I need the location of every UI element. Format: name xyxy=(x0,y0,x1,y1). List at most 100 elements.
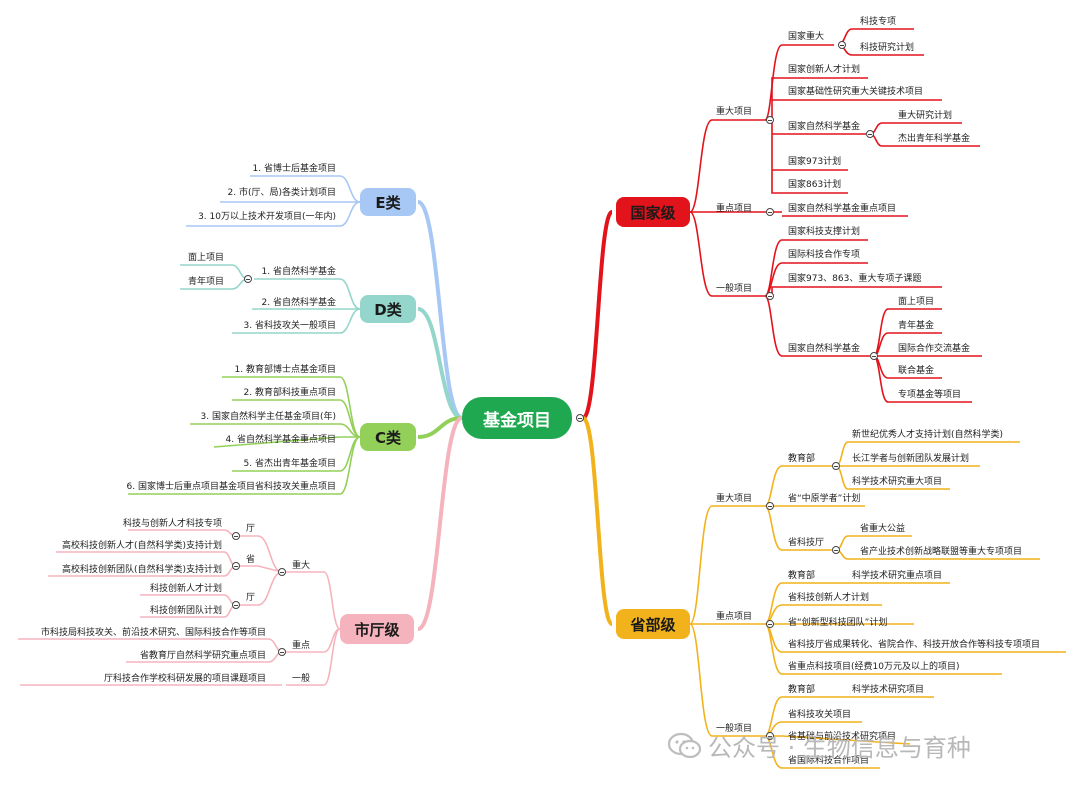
national-talent-plan[interactable]: 国家创新人才计划 xyxy=(788,65,861,75)
city-general-label[interactable]: 一般 xyxy=(292,674,311,684)
prov-intl-coop[interactable]: 省国际科技合作项目 xyxy=(788,756,870,766)
c-item-1[interactable]: 1. 教育部博士点基金项目 xyxy=(234,365,336,375)
e-item-1[interactable]: 1. 省博士后基金项目 xyxy=(252,164,336,174)
general-project[interactable]: 面上项目 xyxy=(898,297,935,307)
branch-provincial[interactable]: 省部级 xyxy=(616,609,690,639)
national-key-label[interactable]: 重点项目 xyxy=(716,204,753,214)
city-dept-1[interactable]: 厅 xyxy=(246,524,256,534)
d-item-1[interactable]: 1. 省自然科学基金 xyxy=(261,267,336,277)
branch-c-class[interactable]: C类 xyxy=(360,423,416,451)
major-research-plan[interactable]: 重大研究计划 xyxy=(898,111,953,121)
zhongyuan-scholar[interactable]: 省“中原学者”计划 xyxy=(788,494,861,504)
sub-topics[interactable]: 国家973、863、重大专项子课题 xyxy=(788,274,922,284)
city-major-label[interactable]: 重大 xyxy=(292,561,311,571)
collapse-toggle-icon[interactable] xyxy=(766,292,774,300)
collapse-toggle-icon[interactable] xyxy=(232,601,240,609)
distinguished-young-fund[interactable]: 杰出青年科学基金 xyxy=(898,134,971,144)
city-major-item-1[interactable]: 科技与创新人才科技专项 xyxy=(122,519,222,529)
prov-major-public[interactable]: 省重大公益 xyxy=(860,524,906,534)
city-province[interactable]: 省 xyxy=(246,555,256,565)
e-item-2[interactable]: 2. 市(厅、局)各类计划项目 xyxy=(227,188,336,198)
d-item-3[interactable]: 3. 省科技攻关一般项目 xyxy=(243,321,336,331)
intl-cooperation-special[interactable]: 国际科技合作专项 xyxy=(788,250,861,260)
collapse-toggle-icon[interactable] xyxy=(832,546,840,554)
collapse-toggle-icon[interactable] xyxy=(832,462,840,470)
national-general-label[interactable]: 一般项目 xyxy=(716,284,753,294)
e-item-3[interactable]: 3. 10万以上技术开发项目(一年内) xyxy=(198,212,336,222)
national-nsf-general[interactable]: 国家自然科学基金 xyxy=(788,344,861,354)
collapse-toggle-icon[interactable] xyxy=(576,414,584,422)
collapse-toggle-icon[interactable] xyxy=(278,648,286,656)
c-item-5[interactable]: 5. 省杰出青年基金项目 xyxy=(243,459,336,469)
prov-key-tech[interactable]: 省重点科技项目(经费10万元及以上的项目) xyxy=(788,662,960,672)
sci-tech-key[interactable]: 科学技术研究重点项目 xyxy=(852,571,943,581)
c-item-3[interactable]: 3. 国家自然科学主任基金项目(年) xyxy=(200,412,336,422)
prov-talent-plan[interactable]: 省科技创新人才计划 xyxy=(788,593,870,603)
branch-e-class[interactable]: E类 xyxy=(360,188,416,216)
watermark: 公众号 · 生物信息与育种 xyxy=(667,728,971,763)
nsf-key-project[interactable]: 国家自然科学基金重点项目 xyxy=(788,204,897,214)
tech-research-plan[interactable]: 科技研究计划 xyxy=(860,43,915,53)
prov-tackle-project[interactable]: 省科技攻关项目 xyxy=(788,710,852,720)
national-863-plan[interactable]: 国家863计划 xyxy=(788,180,842,190)
changjiang-scholar[interactable]: 长江学者与创新团队发展计划 xyxy=(852,454,970,464)
collapse-toggle-icon[interactable] xyxy=(870,352,878,360)
city-dept-2[interactable]: 厅 xyxy=(246,593,256,603)
national-major-special[interactable]: 国家重大 xyxy=(788,32,825,42)
watermark-text: 公众号 · 生物信息与育种 xyxy=(708,734,971,762)
prov-key-label[interactable]: 重点项目 xyxy=(716,612,753,622)
branch-city-bureau[interactable]: 市厅级 xyxy=(340,614,414,644)
new-century-talent[interactable]: 新世纪优秀人才支持计划(自然科学类) xyxy=(852,430,1004,440)
d-youth-project[interactable]: 青年项目 xyxy=(187,277,224,287)
national-major-label[interactable]: 重大项目 xyxy=(716,107,753,117)
sci-tech-research[interactable]: 科学技术研究项目 xyxy=(852,685,925,695)
national-nsf[interactable]: 国家自然科学基金 xyxy=(788,122,861,132)
collapse-toggle-icon[interactable] xyxy=(766,620,774,628)
intl-exchange-fund[interactable]: 国际合作交流基金 xyxy=(898,344,971,354)
city-major-item-2[interactable]: 高校科技创新人才(自然科学类)支持计划 xyxy=(61,541,222,551)
collapse-toggle-icon[interactable] xyxy=(766,502,774,510)
youth-fund[interactable]: 青年基金 xyxy=(898,321,935,331)
collapse-toggle-icon[interactable] xyxy=(866,130,874,138)
d-general-project[interactable]: 面上项目 xyxy=(187,253,224,263)
collapse-toggle-icon[interactable] xyxy=(232,562,240,570)
prov-key-moe[interactable]: 教育部 xyxy=(788,571,816,581)
sci-tech-major[interactable]: 科学技术研究重大项目 xyxy=(852,477,943,487)
joint-fund[interactable]: 联合基金 xyxy=(898,366,935,376)
city-major-item-5[interactable]: 科技创新团队计划 xyxy=(149,606,222,616)
city-key-item-2[interactable]: 省教育厅自然科学研究重点项目 xyxy=(139,651,266,661)
collapse-toggle-icon[interactable] xyxy=(244,275,252,283)
tech-special-project[interactable]: 科技专项 xyxy=(860,17,897,27)
root-node[interactable]: 基金项目 xyxy=(462,397,572,439)
collapse-toggle-icon[interactable] xyxy=(766,116,774,124)
branch-national[interactable]: 国家级 xyxy=(616,197,690,227)
achievement-transfer[interactable]: 省科技厅省成果转化、省院合作、科技开放合作等科技专项项目 xyxy=(788,640,1041,650)
c-item-2[interactable]: 2. 教育部科技重点项目 xyxy=(243,388,336,398)
prov-general-moe[interactable]: 教育部 xyxy=(788,685,816,695)
prov-team-plan[interactable]: 省“创新型科技团队”计划 xyxy=(788,618,888,628)
city-key-label[interactable]: 重点 xyxy=(292,641,311,651)
city-major-item-4[interactable]: 科技创新人才计划 xyxy=(149,584,222,594)
basic-frontier[interactable]: 省基础与前沿技术研究项目 xyxy=(788,732,897,742)
collapse-toggle-icon[interactable] xyxy=(278,568,286,576)
city-general-item-1[interactable]: 厅科技合作学校科研发展的项目课题项目 xyxy=(103,674,266,684)
c-item-4[interactable]: 4. 省自然科学基金重点项目 xyxy=(225,435,336,445)
special-fund[interactable]: 专项基金等项目 xyxy=(898,390,962,400)
collapse-toggle-icon[interactable] xyxy=(766,208,774,216)
prov-major-label[interactable]: 重大项目 xyxy=(716,494,753,504)
city-major-item-3[interactable]: 高校科技创新团队(自然科学类)支持计划 xyxy=(61,565,222,575)
prov-major-moe[interactable]: 教育部 xyxy=(788,454,816,464)
tech-support-plan[interactable]: 国家科技支撑计划 xyxy=(788,227,861,237)
city-key-item-1[interactable]: 市科技局科技攻关、前沿技术研究、国际科技合作等项目 xyxy=(40,628,266,638)
national-basic-research[interactable]: 国家基础性研究重大关键技术项目 xyxy=(788,87,924,97)
national-973-plan[interactable]: 国家973计划 xyxy=(788,157,842,167)
industry-alliance[interactable]: 省产业技术创新战略联盟等重大专项项目 xyxy=(860,547,1023,557)
collapse-toggle-icon[interactable] xyxy=(232,532,240,540)
collapse-toggle-icon[interactable] xyxy=(766,732,774,740)
d-item-2[interactable]: 2. 省自然科学基金 xyxy=(261,298,336,308)
collapse-toggle-icon[interactable] xyxy=(838,41,846,49)
prov-general-label[interactable]: 一般项目 xyxy=(716,724,753,734)
c-item-6[interactable]: 6. 国家博士后重点项目基金项目省科技攻关重点项目 xyxy=(126,482,336,492)
prov-sci-dept[interactable]: 省科技厅 xyxy=(788,538,825,548)
branch-d-class[interactable]: D类 xyxy=(360,295,416,323)
